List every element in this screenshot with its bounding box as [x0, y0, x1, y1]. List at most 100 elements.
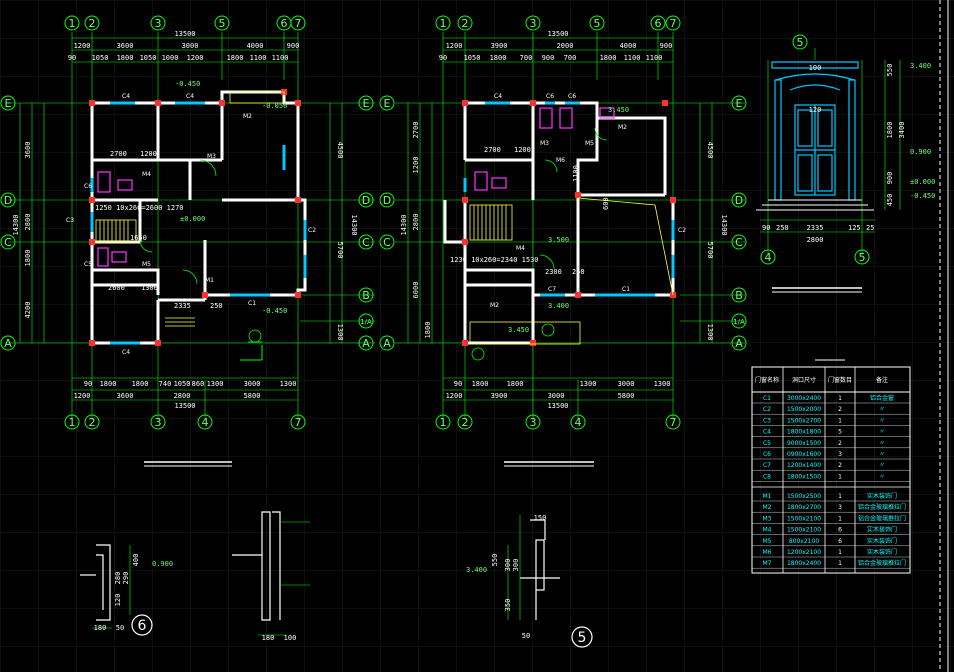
- dim: 1200: [446, 392, 463, 400]
- window-tag: C4: [494, 93, 502, 100]
- level-mark: -0.050: [262, 102, 287, 110]
- dim: 3000: [548, 392, 565, 400]
- axis-bubble[interactable]: E: [0, 95, 16, 111]
- dim: 5800: [244, 392, 261, 400]
- schedule-window-cell: 2: [838, 440, 842, 447]
- schedule-window-cell: 〃: [879, 473, 885, 480]
- plan1-left-axis-bubbles: E D C A: [0, 95, 16, 351]
- axis-bubble[interactable]: D: [358, 192, 374, 208]
- axis-bubble[interactable]: B: [358, 287, 374, 303]
- axis-bubble[interactable]: D: [0, 192, 16, 208]
- schedule-window-cell: 1800x1800: [787, 429, 821, 436]
- axis-bubble[interactable]: E: [358, 95, 374, 111]
- schedule-door-cell: M7: [763, 560, 772, 567]
- axis-bubble[interactable]: 3: [525, 414, 541, 430]
- dim: 1200: [187, 54, 204, 62]
- axis-bubble[interactable]: 2: [84, 15, 100, 31]
- axis-bubble[interactable]: 1: [435, 15, 451, 31]
- schedule-window-cell: C8: [763, 473, 771, 480]
- axis-bubble[interactable]: 4: [197, 414, 213, 430]
- schedule-window-cell: 1500x2000: [787, 406, 821, 413]
- axis-bubble[interactable]: 7: [665, 414, 681, 430]
- dim: 3000: [182, 42, 199, 50]
- svg-text:5: 5: [594, 17, 601, 30]
- axis-bubble[interactable]: 2: [457, 414, 473, 430]
- axis-bubble[interactable]: 3: [150, 15, 166, 31]
- axis-bubble[interactable]: 6: [650, 15, 666, 31]
- axis-bubble[interactable]: B: [731, 287, 747, 303]
- schedule-window-cell: 1: [838, 473, 842, 480]
- dim: 1800: [424, 322, 432, 339]
- dim: 900: [542, 54, 555, 62]
- axis-bubble[interactable]: 2: [84, 414, 100, 430]
- upper-floor-plan: [395, 32, 745, 467]
- window-tag: C4: [186, 93, 194, 100]
- plan2-bottom-axis-bubbles: 1 2 3 4 7: [435, 414, 681, 430]
- dim: 1050: [464, 54, 481, 62]
- dim: 700: [564, 54, 577, 62]
- axis-bubble[interactable]: D: [379, 192, 395, 208]
- dim: 550: [491, 554, 499, 567]
- axis-bubble[interactable]: A: [358, 335, 374, 351]
- axis-bubble[interactable]: 1/A: [731, 313, 747, 329]
- dim: 120: [114, 594, 122, 607]
- dim: 2700: [110, 150, 127, 158]
- dim: 4500: [336, 142, 344, 159]
- svg-text:4: 4: [202, 416, 209, 429]
- axis-bubble[interactable]: C: [0, 234, 16, 250]
- window-tag: C6: [546, 93, 554, 100]
- axis-bubble[interactable]: D: [731, 192, 747, 208]
- schedule-door-cell: 铝合金玻璃推拉门: [858, 559, 906, 567]
- axis-bubble[interactable]: C: [379, 234, 395, 250]
- dim: 120: [809, 106, 822, 114]
- axis-bubble[interactable]: 5: [214, 15, 230, 31]
- dim: 1300: [580, 380, 597, 388]
- schedule-door-cell: M4: [763, 527, 772, 534]
- axis-bubble[interactable]: C: [358, 234, 374, 250]
- plan2-top-axis-bubbles: 1 2 3 5 6 7: [435, 15, 681, 31]
- axis-bubble[interactable]: 1: [435, 414, 451, 430]
- axis-bubble[interactable]: 4: [570, 414, 586, 430]
- level-mark: -0.450: [262, 307, 287, 315]
- axis-bubble[interactable]: 5: [854, 249, 870, 265]
- dim: 250: [210, 302, 223, 310]
- axis-bubble[interactable]: A: [0, 335, 16, 351]
- axis-bubble[interactable]: 3: [525, 15, 541, 31]
- axis-bubble[interactable]: 7: [665, 15, 681, 31]
- svg-text:3: 3: [530, 416, 537, 429]
- axis-bubble[interactable]: 1/A: [358, 313, 374, 329]
- axis-bubble[interactable]: 5: [589, 15, 605, 31]
- axis-bubble[interactable]: A: [731, 335, 747, 351]
- axis-bubble[interactable]: 1: [64, 15, 80, 31]
- schedule-window-cell: 1500x2700: [787, 417, 821, 424]
- dim: 1200: [412, 157, 420, 174]
- door-tag: M3: [207, 153, 216, 160]
- axis-bubble[interactable]: 7: [290, 414, 306, 430]
- axis-bubble[interactable]: C: [731, 234, 747, 250]
- schedule-header: 门窗数目: [828, 376, 852, 384]
- dim: 1200: [74, 42, 91, 50]
- dim: 860: [192, 380, 205, 388]
- axis-bubble[interactable]: E: [731, 95, 747, 111]
- axis-bubble[interactable]: 1: [64, 414, 80, 430]
- dim: 1200: [74, 392, 91, 400]
- schedule-window-cell: 3: [838, 451, 842, 458]
- axis-bubble[interactable]: E: [379, 95, 395, 111]
- axis-bubble[interactable]: 3: [150, 414, 166, 430]
- window-tag: C1: [622, 286, 630, 293]
- svg-text:B: B: [735, 289, 743, 302]
- svg-text:2: 2: [89, 416, 96, 429]
- dim-total: 14300: [12, 214, 20, 235]
- axis-bubble[interactable]: A: [379, 335, 395, 351]
- axis-bubble[interactable]: 7: [290, 15, 306, 31]
- axis-bubble[interactable]: 4: [760, 249, 776, 265]
- dim: 4200: [24, 302, 32, 319]
- window-tag: C3: [66, 217, 74, 224]
- elevation-tag[interactable]: 5: [792, 34, 808, 50]
- svg-text:7: 7: [295, 416, 302, 429]
- svg-text:3: 3: [155, 416, 162, 429]
- axis-bubble[interactable]: 2: [457, 15, 473, 31]
- dim: 3900: [491, 392, 508, 400]
- dim: 180: [94, 624, 107, 632]
